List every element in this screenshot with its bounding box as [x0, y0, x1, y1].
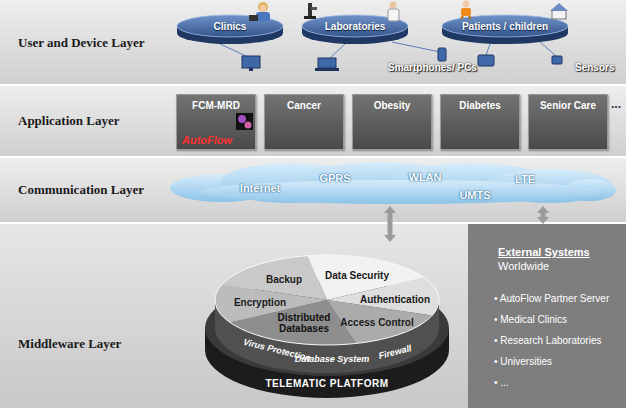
cloud-shape — [160, 160, 618, 206]
layer-title: Middleware Layer — [18, 336, 121, 352]
decor-rect — [0, 0, 626, 84]
annotation-label: Smartphones/ PCs — [388, 62, 477, 73]
decor-path — [220, 44, 246, 56]
decor-rect — [0, 224, 626, 408]
platform-label: Clinics — [214, 21, 247, 32]
decor-path — [392, 42, 440, 52]
shape-ellipse — [200, 180, 600, 204]
platform-module: Data Security — [325, 270, 389, 281]
decor-rect — [438, 48, 446, 61]
decor-rect — [0, 86, 626, 156]
decor-rect — [249, 68, 253, 71]
layer-title: Communication Layer — [18, 182, 144, 198]
telematic-platform: Backup Data SecurityAuthentication Encrypt… — [203, 242, 451, 404]
platform-module: Database System — [295, 354, 370, 364]
network-name: LTE — [515, 173, 535, 185]
external-item: • Universities — [494, 355, 626, 368]
application-title: Obesity — [353, 100, 431, 111]
decor-circle — [390, 2, 397, 9]
double-arrow — [541, 213, 546, 217]
decor-rect — [318, 58, 336, 68]
decor-rect — [478, 55, 494, 66]
external-item: • ... — [494, 376, 626, 389]
network-name: GPRS — [319, 172, 350, 184]
decor-rect — [315, 68, 339, 71]
decor-rect — [552, 10, 566, 19]
network-name: Internet — [240, 182, 280, 194]
layer-band: User and Device Layer Clinics Laboratories… — [0, 0, 626, 84]
shape-ellipse — [442, 15, 568, 37]
layer-band: Communication Layer Internet GPRS WLAN LTE UM… — [0, 158, 626, 222]
platform-module: Encryption — [234, 297, 286, 308]
network-cloud: Internet GPRS WLAN LTE UMTS — [160, 160, 618, 206]
network-name: WLAN — [409, 171, 442, 183]
brand-logo-text: AutoFlow — [182, 134, 232, 146]
layer-title: User and Device Layer — [18, 35, 144, 51]
decor-path — [461, 16, 471, 19]
decor-circle — [260, 5, 266, 11]
platform-module: Distributed Databases — [271, 312, 337, 334]
application-box: Obesity — [352, 94, 432, 150]
application-box: Senior Care — [528, 94, 608, 150]
layer-title: Application Layer — [18, 113, 119, 129]
decor-path — [540, 42, 556, 56]
application-title: Senior Care — [529, 100, 607, 111]
external-item: • AutoFlow Partner Server — [494, 292, 626, 305]
external-item: • Research Laboratories — [494, 334, 626, 347]
external-title: Worldwide — [498, 260, 626, 272]
decor-rect — [242, 56, 260, 68]
external-item: • Medical Clinics — [494, 313, 626, 326]
user-platform: Patients / children — [440, 8, 570, 48]
annotation-label: ... — [611, 97, 621, 111]
application-title: Diabetes — [441, 100, 519, 111]
application-box: Diabetes — [440, 94, 520, 150]
application-box: Cancer — [264, 94, 344, 150]
decor-rect — [256, 12, 270, 21]
platform-module: Backup — [266, 274, 302, 285]
double-arrow — [388, 213, 393, 235]
annotation-label: Sensors — [575, 62, 614, 73]
network-name: UMTS — [459, 189, 490, 201]
decor-rect — [0, 158, 626, 222]
platform-label: Patients / children — [462, 21, 548, 32]
decor-rect — [249, 15, 258, 21]
decor-rect — [311, 7, 317, 10]
decor-rect — [304, 16, 316, 19]
decor-path — [486, 44, 490, 55]
decor-path — [330, 44, 345, 58]
decor-circle — [245, 122, 252, 129]
decor-rect — [388, 9, 399, 21]
decor-rect — [552, 56, 562, 64]
decor-circle — [238, 115, 246, 123]
application-title: FCM-MRD — [177, 100, 255, 111]
decor-rect — [461, 8, 471, 16]
decor-circle — [463, 1, 470, 8]
decor-g — [220, 42, 556, 58]
platform-module: Authentication — [360, 294, 430, 305]
application-title: Cancer — [265, 100, 343, 111]
layer-band: Application Layer FCM-MRD AutoFlow Cancer Ob… — [0, 86, 626, 156]
external-title: External Systems — [498, 246, 626, 258]
decor-polygon — [550, 3, 568, 11]
platform-label: Laboratories — [325, 21, 386, 32]
decor-rect — [236, 113, 253, 130]
platform-name: TELEMATIC PLATFORM — [265, 378, 388, 389]
decor-circle — [258, 2, 268, 12]
layer-band: Middleware Layer Backup Data SecurityAuthe… — [0, 224, 626, 408]
platform-module: Access Control — [340, 317, 413, 328]
external-systems-box: External SystemsWorldwide • AutoFlow Part… — [468, 224, 626, 408]
shape-ellipse — [215, 255, 439, 345]
